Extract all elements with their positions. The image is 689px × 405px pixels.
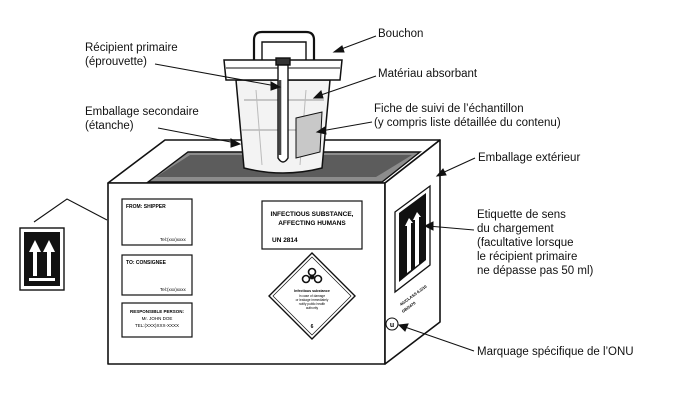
- label-emballage-exterieur: Emballage extérieur: [478, 152, 581, 164]
- label-recipient-primaire: Récipient primaire (éprouvette): [85, 42, 178, 68]
- to-label-box: TO: CONSIGNEE Tel:(xxx)xxxx: [121, 254, 193, 296]
- arrow-orientation-label-icon: [29, 240, 55, 281]
- arrow-orientation-label-icon: [403, 212, 423, 283]
- box-opening: [145, 151, 423, 183]
- to-tel-text: Tel:(xxx)xxxx: [160, 287, 186, 292]
- from-tel-text: Tel:(xxx)xxxx: [160, 237, 186, 242]
- diamond-line-2: In case of damage: [299, 294, 325, 298]
- label-marquage-onu: Marquage spécifique de l’ONU: [477, 346, 634, 358]
- responsible-line-1: RESPONSIBLE PERSON:: [130, 309, 185, 314]
- from-label-text: FROM: SHIPPER: [126, 204, 166, 210]
- biohazard-diamond-label: Infectious substance In case of damage o…: [268, 252, 356, 340]
- label-etiquette-sens: Etiquette de sens du chargement (faculta…: [477, 209, 594, 277]
- infectious-substance-label: INFECTIOUS SUBSTANCE, AFFECTING HUMANS U…: [261, 200, 363, 250]
- standalone-orientation-label: [19, 227, 65, 291]
- label-bouchon: Bouchon: [378, 28, 424, 40]
- test-tube-icon: [275, 57, 291, 163]
- responsible-person-box: RESPONSIBLE PERSON: Mr. JOHN DOE TEL:(XX…: [121, 302, 193, 338]
- infectious-line-1: INFECTIOUS SUBSTANCE,: [271, 211, 354, 218]
- label-materiau-absorbant: Matériau absorbant: [378, 68, 478, 80]
- responsible-line-3: TEL:(XXX)XXX-XXXX: [135, 323, 179, 328]
- un-packaging-symbol-icon: u: [390, 322, 394, 329]
- diamond-line-5: authority: [306, 306, 319, 310]
- orientation-label-right-face: [394, 184, 431, 294]
- from-label-box: FROM: SHIPPER Tel:(xxx)xxxx: [121, 198, 193, 246]
- infectious-line-2: AFFECTING HUMANS: [278, 220, 346, 227]
- diamond-line-3: or leakage immediately: [296, 298, 329, 302]
- un-number-text: UN 2814: [272, 237, 298, 244]
- sample-tracking-sheet: [295, 111, 323, 159]
- to-label-text: TO: CONSIGNEE: [126, 260, 167, 266]
- label-emballage-secondaire: Emballage secondaire (étanche): [85, 106, 199, 132]
- biohazard-icon: [301, 267, 323, 284]
- diamond-line-4: notify public health: [299, 302, 326, 306]
- diamond-line-1: Infectious substance: [294, 289, 330, 293]
- responsible-line-2: Mr. JOHN DOE: [142, 316, 173, 321]
- callout-lines: [154, 35, 476, 352]
- diamond-class-number: 6: [311, 324, 314, 330]
- label-fiche-suivi: Fiche de suivi de l’échantillon (y compr…: [374, 103, 561, 129]
- standalone-label-pointer: [33, 198, 108, 223]
